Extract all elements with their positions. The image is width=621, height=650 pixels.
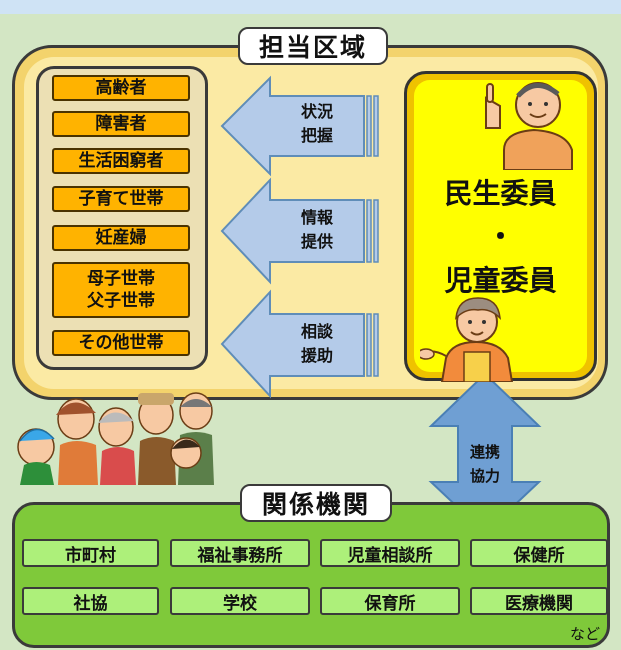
category-item: 高齢者 — [52, 75, 190, 101]
organization-item: 保健所 — [470, 539, 608, 567]
action-label-information: 情報 提供 — [272, 206, 362, 254]
category-label-father: 父子世帯 — [87, 291, 155, 311]
category-item: 妊産婦 — [52, 225, 190, 251]
man-illustration-icon — [485, 82, 573, 170]
action-line: 状況 — [300, 102, 333, 121]
organization-item: 福祉事務所 — [170, 539, 310, 567]
organization-item: 学校 — [170, 587, 310, 615]
area-title: 担当区域 — [238, 27, 388, 65]
top-strip — [0, 0, 621, 14]
cooperation-label: 連携 協力 — [458, 440, 512, 488]
action-line: 提供 — [300, 232, 333, 251]
category-item: 生活困窮者 — [52, 148, 190, 174]
organizations-note: など — [569, 625, 600, 643]
minsei-line: 民生委員 — [444, 177, 557, 210]
organization-item: 社協 — [22, 587, 159, 615]
category-item-single-parent: 母子世帯 父子世帯 — [52, 262, 190, 318]
organizations-title: 関係機関 — [240, 484, 392, 522]
organization-item: 医療機関 — [470, 587, 608, 615]
cooperation-line: 連携 — [469, 443, 500, 461]
organization-item: 市町村 — [22, 539, 159, 567]
category-item: 障害者 — [52, 111, 190, 137]
organization-item: 児童相談所 — [320, 539, 460, 567]
left-arrow-information — [220, 177, 379, 285]
action-line: 相談 — [300, 322, 333, 341]
action-line: 把握 — [300, 126, 333, 145]
action-label-consultation: 相談 援助 — [272, 320, 362, 368]
cooperation-line: 協力 — [469, 467, 500, 485]
category-item: 子育て世帯 — [52, 186, 190, 212]
minsei-line: ・ — [486, 220, 515, 254]
organizations-frame — [12, 502, 610, 648]
left-arrow-situation — [220, 75, 379, 177]
category-item: その他世帯 — [52, 330, 190, 356]
woman-illustration-icon — [420, 297, 514, 382]
family-illustration-icon — [17, 392, 214, 485]
action-label-situation: 状況 把握 — [272, 100, 362, 148]
minsei-title: 民生委員 ・ 児童委員 — [414, 172, 587, 302]
organization-item: 保育所 — [320, 587, 460, 615]
minsei-line: 児童委員 — [444, 263, 557, 297]
action-line: 情報 — [300, 208, 333, 227]
category-label-mother: 母子世帯 — [87, 268, 155, 289]
action-line: 援助 — [300, 346, 333, 365]
left-arrow-consultation — [220, 289, 379, 399]
